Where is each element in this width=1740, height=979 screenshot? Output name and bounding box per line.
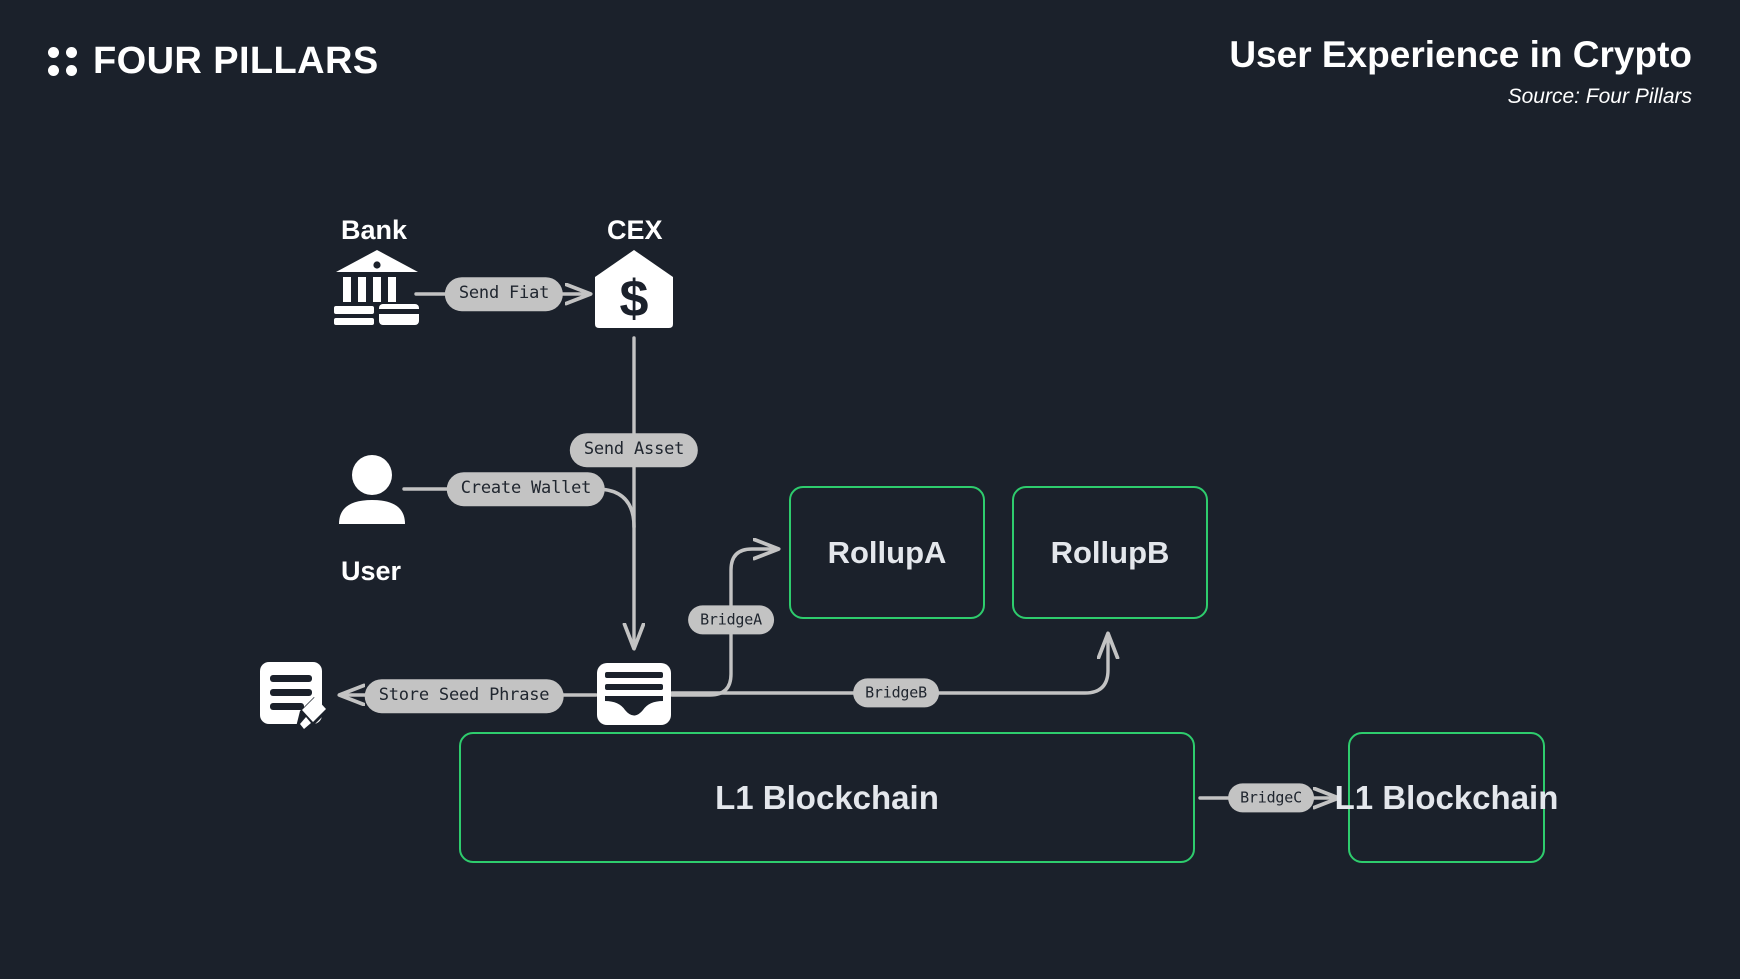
user-icon [339, 455, 405, 524]
node-label-bank: Bank [341, 215, 408, 245]
edge-label-bridge-b: BridgeB [853, 678, 939, 708]
node-label-user: User [341, 556, 402, 586]
seed-phrase-note-icon [260, 662, 328, 729]
page-title: User Experience in Crypto [1229, 34, 1692, 75]
edge-label-bridge-a: BridgeA [688, 605, 774, 635]
title-block: User Experience in Crypto Source: Four P… [1229, 34, 1692, 109]
node-label-cex: CEX [607, 215, 663, 245]
node-box-rollup-b[interactable]: RollupB [1012, 486, 1208, 619]
bank-icon [334, 250, 419, 325]
page-source: Source: Four Pillars [1507, 85, 1692, 109]
node-box-l1-main[interactable]: L1 Blockchain [459, 732, 1195, 863]
edge-label-create-wallet: Create Wallet [446, 472, 606, 506]
edge-label-store-seed-phrase: Store Seed Phrase [364, 679, 564, 713]
brand-logo: FOUR PILLARS [48, 42, 379, 80]
edge-label-send-asset: Send Asset [569, 433, 699, 467]
node-box-rollup-a[interactable]: RollupA [789, 486, 985, 619]
edge-label-bridge-c: BridgeC [1228, 783, 1314, 813]
node-box-l1-main-label: L1 Blockchain [715, 778, 939, 816]
svg-text:$: $ [620, 270, 649, 328]
wallet-icon [597, 663, 671, 725]
exchange-dollar-icon: $ [595, 250, 673, 328]
brand-name: FOUR PILLARS [93, 40, 379, 82]
four-dots-icon [48, 46, 77, 76]
edge-label-send-fiat: Send Fiat [444, 277, 564, 311]
node-box-l1-right[interactable]: L1 Blockchain [1335, 732, 1558, 863]
node-box-rollup-a-label: RollupA [827, 534, 947, 570]
node-box-rollup-b-label: RollupB [1050, 534, 1170, 570]
node-box-l1-right-label: L1 Blockchain [1334, 778, 1559, 816]
